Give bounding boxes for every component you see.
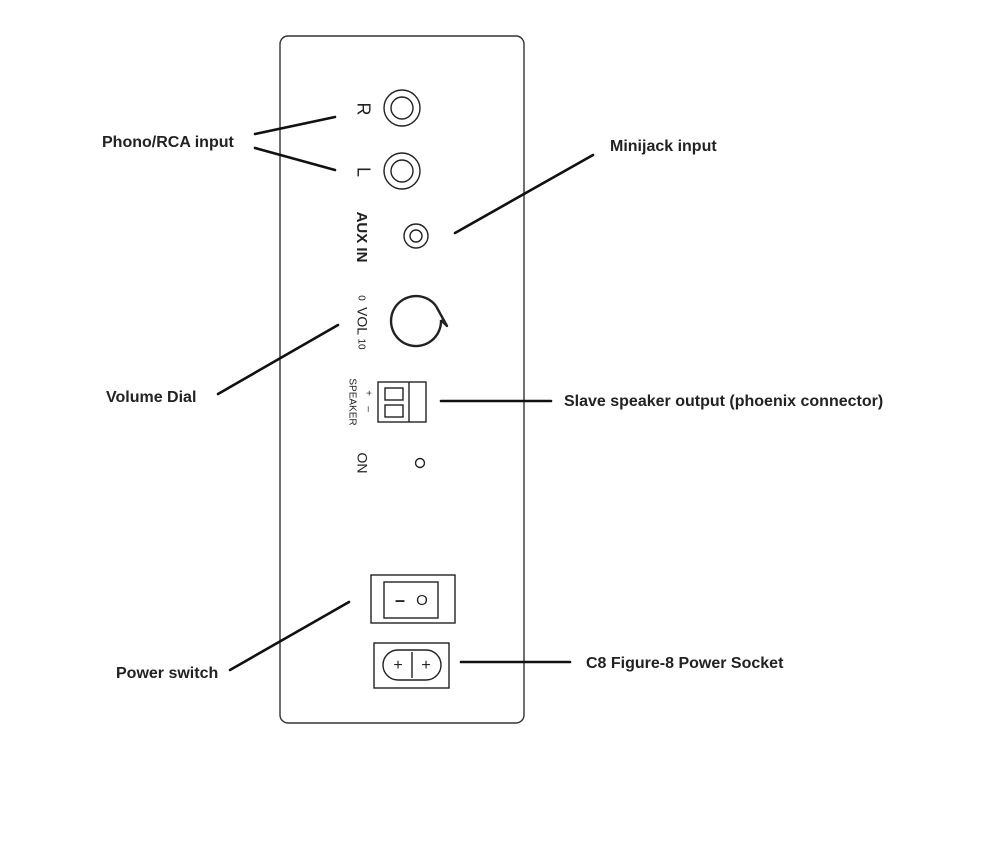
power-socket-callout: C8 Figure-8 Power Socket: [586, 655, 784, 672]
socket-pin-b: +: [421, 657, 430, 674]
rca-right-label: R: [353, 103, 373, 116]
power-led: [414, 457, 426, 469]
power-socket: [373, 642, 450, 689]
rca-jack-left: [383, 152, 421, 190]
volume-max-label: 10: [355, 338, 366, 350]
socket-pin-a: +: [393, 657, 402, 674]
volume-dial: [389, 294, 449, 348]
phono-leader-left: [253, 146, 337, 172]
aux-in-label: AUX IN: [353, 212, 370, 263]
phono-rca-callout: Phono/RCA input: [102, 134, 234, 151]
volume-min-label: 0: [355, 295, 366, 301]
phono-leader-right: [253, 115, 337, 136]
power-switch-callout: Power switch: [116, 665, 218, 682]
minijack: [403, 223, 429, 249]
power-switch: [370, 574, 456, 624]
rear-panel: [279, 35, 525, 724]
minijack-callout: Minijack input: [610, 138, 717, 155]
led-on-label: ON: [354, 453, 370, 474]
volume-label: VOL: [354, 307, 370, 335]
switch-off-mark: –: [395, 590, 405, 610]
volume-leader: [216, 323, 340, 396]
slave-speaker-callout: Slave speaker output (phoenix connector): [564, 393, 883, 410]
speaker-connector: [377, 381, 427, 423]
switch-on-mark: O: [416, 592, 428, 609]
volume-dial-callout: Volume Dial: [106, 389, 196, 406]
minijack-leader: [453, 153, 595, 235]
speaker-label: SPEAKER: [346, 378, 357, 425]
rca-jack-right: [383, 89, 421, 127]
speaker-plus-label: +: [362, 390, 373, 396]
rca-left-label: L: [353, 167, 373, 177]
power-switch-leader: [228, 600, 351, 672]
speaker-minus-label: –: [362, 406, 373, 412]
